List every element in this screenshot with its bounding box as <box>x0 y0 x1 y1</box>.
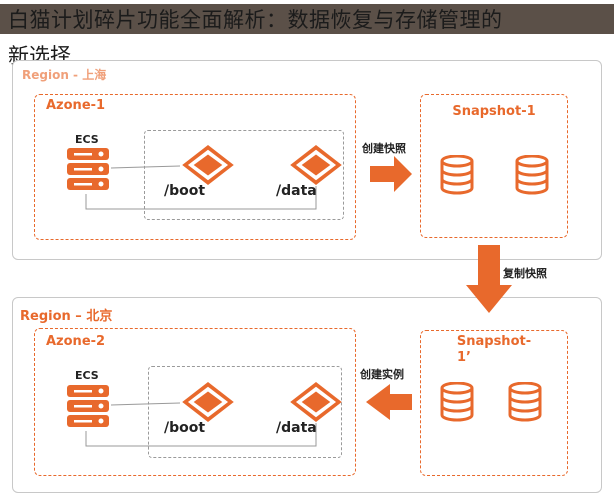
copy-snapshot-arrow <box>466 245 512 313</box>
azone-1-data-connector <box>85 186 317 210</box>
snapshot-1-db-icon-1 <box>440 155 474 195</box>
snapshot-1-copy-db-icon-2 <box>508 382 542 422</box>
azone-1-ecs-label: ECS <box>75 133 99 146</box>
snapshot-1-copy-label-line2: 1’ <box>457 350 471 365</box>
region-beijing-label: Region – 北京 <box>20 309 113 324</box>
title-banner: 白猫计划碎片功能全面解析：数据恢复与存储管理的 新选择 <box>0 0 614 78</box>
azone-2-ecs-icon <box>67 385 109 427</box>
azone-1-data-disk-icon <box>290 144 342 186</box>
azone-1-box <box>34 94 356 240</box>
snapshot-1-db-icon-2 <box>515 155 549 195</box>
azone-2-data-disk-icon <box>290 381 342 423</box>
azone-2-disk-group <box>148 366 342 458</box>
snapshot-1-box <box>420 94 568 238</box>
azone-2-boot-label: /boot <box>164 420 206 436</box>
azone-1-boot-disk-icon <box>182 144 234 186</box>
region-shanghai <box>12 60 602 260</box>
azone-1-ecs-icon <box>67 148 109 190</box>
azone-2-boot-connector <box>110 402 181 406</box>
snapshot-1-copy-label-line1: Snapshot- <box>456 334 532 349</box>
region-shanghai-label: Region - 上海 <box>22 68 107 82</box>
azone-1-data-label: /data <box>276 183 317 199</box>
azone-1-disk-group <box>144 130 344 220</box>
azone-2-data-label: /data <box>276 420 317 436</box>
azone-2-boot-disk-icon <box>182 381 234 423</box>
create-instance-arrow <box>366 384 412 420</box>
page-title-line1: 白猫计划碎片功能全面解析：数据恢复与存储管理的 <box>8 8 503 32</box>
azone-2-data-connector <box>85 423 317 447</box>
azone-1-boot-connector <box>110 165 181 169</box>
azone-2-ecs-label: ECS <box>75 369 99 382</box>
title-band <box>0 4 614 34</box>
create-snapshot-label: 创建快照 <box>362 142 406 155</box>
azone-2-box <box>34 328 356 476</box>
create-instance-label: 创建实例 <box>360 368 404 381</box>
snapshot-1-label: Snapshot-1 <box>452 104 536 119</box>
azone-1-boot-label: /boot <box>164 183 206 199</box>
snapshot-1-copy-box <box>420 330 568 476</box>
copy-snapshot-label: 复制快照 <box>503 267 547 280</box>
snapshot-1-copy-db-icon-1 <box>440 382 474 422</box>
azone-1-label: Azone-1 <box>46 98 106 113</box>
azone-2-label: Azone-2 <box>46 334 106 349</box>
create-snapshot-arrow <box>370 156 412 192</box>
